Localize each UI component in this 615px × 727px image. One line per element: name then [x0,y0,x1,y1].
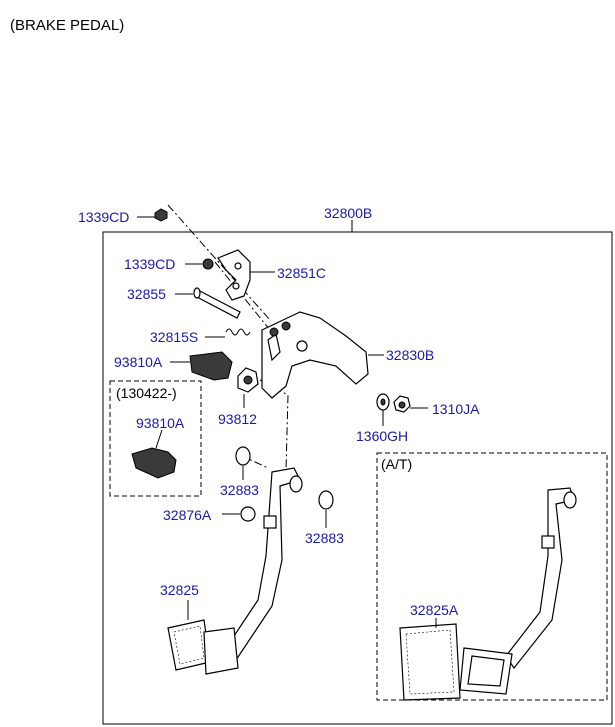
label-update-group: (130422-) [116,385,177,401]
assembly-line-pivot [259,379,289,471]
nut-1310ja [393,395,428,413]
pedal-arm-32825a [399,487,577,701]
stopper-32876a [222,506,256,522]
label-32800b: 32800B [324,205,372,221]
label-32830b: 32830B [386,347,434,363]
washer-1360gh [376,393,390,426]
update-group-box [109,380,202,497]
label-32883-b: 32883 [305,530,344,546]
assembly-line-bolt [167,204,271,321]
switch-93810a-update [131,429,177,479]
bracket-32851c [217,249,275,301]
label-32876a: 32876A [163,507,212,523]
pedal-arm-32825 [167,467,303,675]
label-1339cd-top: 1339CD [78,209,129,225]
bushing-32883-a [235,446,251,480]
label-1310ja: 1310JA [432,401,480,417]
pedal-bracket-32830b [261,311,384,399]
label-93812: 93812 [218,411,257,427]
at-group-box [376,452,608,701]
label-32855: 32855 [127,286,166,302]
assembly-frame [102,231,613,725]
label-93810a-update: 93810A [136,415,185,431]
pin-32855 [175,287,241,319]
label-at-group: (A/T) [381,456,412,472]
switch-93810a [170,351,233,381]
label-32825: 32825 [160,582,199,598]
label-93810a: 93810A [114,354,163,370]
label-32815s: 32815S [150,329,198,345]
label-1360gh: 1360GH [356,428,408,444]
bolt-1339cd-top [137,208,168,222]
clip-93812 [237,367,259,408]
nut-1339cd [185,258,214,270]
spring-32815s [205,328,251,338]
label-32883-a: 32883 [220,482,259,498]
label-1339cd: 1339CD [124,256,175,272]
bushing-32883-b [318,490,334,528]
label-32851c: 32851C [277,265,326,281]
label-32825a: 32825A [410,602,459,618]
diagram-title: (BRAKE PEDAL) [10,17,124,34]
